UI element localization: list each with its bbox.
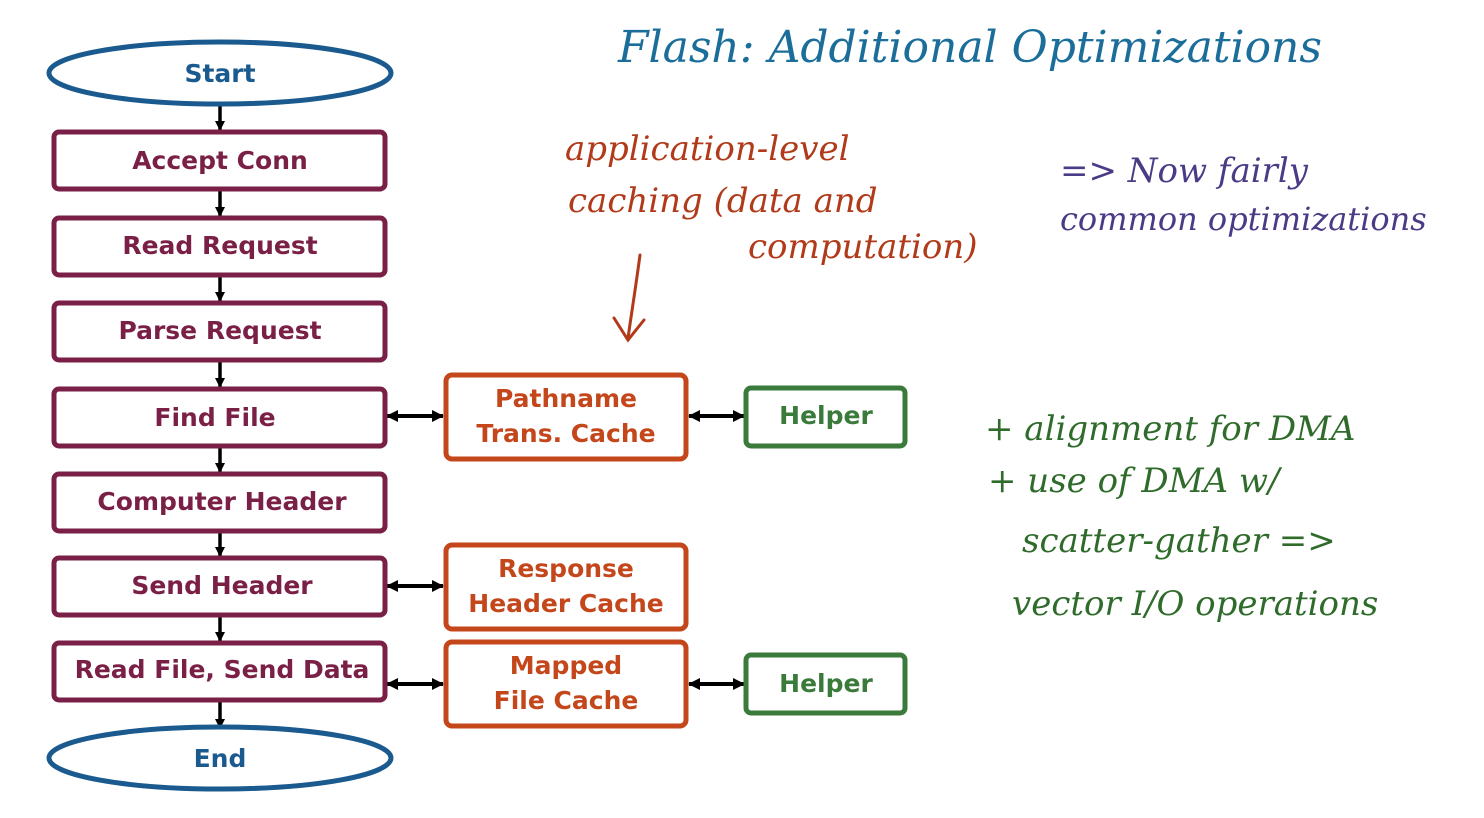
dma-note: + alignment for DMA + use of DMA w/ scat…: [985, 409, 1378, 624]
cache-arrows: [386, 410, 745, 690]
note-line: => Now fairly: [1060, 151, 1309, 191]
step-label: Read File, Send Data: [75, 655, 370, 684]
step-read-file-send-data: Read File, Send Data: [51, 640, 388, 703]
step-label: Read Request: [122, 231, 317, 260]
note-line: application-level: [565, 129, 849, 169]
step-label: Find File: [154, 403, 275, 432]
app-cache-note: application-level caching (data and comp…: [565, 129, 978, 267]
note-line: scatter-gather =>: [1022, 521, 1336, 561]
helper-label: Helper: [779, 401, 873, 430]
step-label: Accept Conn: [132, 146, 308, 175]
cache-label-line2: File Cache: [494, 686, 639, 715]
end-node: End: [46, 724, 394, 792]
common-optimizations-note: => Now fairly common optimizations: [1060, 151, 1427, 238]
note-line: caching (data and: [568, 181, 878, 221]
note-line: common optimizations: [1060, 200, 1427, 238]
response-header-cache: Response Header Cache: [443, 542, 689, 632]
cache-label-line1: Mapped: [510, 651, 622, 680]
cache-label-line2: Trans. Cache: [476, 419, 655, 448]
end-label: End: [194, 744, 247, 773]
step-send-header: Send Header: [51, 555, 388, 618]
step-parse-request: Parse Request: [51, 300, 388, 363]
cache-label-line1: Pathname: [495, 384, 637, 413]
step-read-request: Read Request: [51, 215, 388, 278]
helper-label: Helper: [779, 669, 873, 698]
cache-label-line1: Response: [498, 554, 634, 583]
step-find-file: Find File: [51, 386, 388, 449]
mapped-file-cache: Mapped File Cache: [443, 639, 689, 729]
step-label: Parse Request: [118, 316, 321, 345]
note-line: + use of DMA w/: [988, 461, 1283, 501]
start-label: Start: [184, 59, 255, 88]
step-label: Computer Header: [97, 487, 347, 516]
cache-label-line2: Header Cache: [468, 589, 663, 618]
note-line: vector I/O operations: [1012, 584, 1378, 624]
page-title: Flash: Additional Optimizations: [617, 22, 1322, 73]
note-line: + alignment for DMA: [985, 409, 1355, 449]
step-accept-conn: Accept Conn: [51, 129, 388, 192]
step-label: Send Header: [131, 571, 313, 600]
pathname-trans-cache: Pathname Trans. Cache: [443, 372, 689, 462]
app-cache-pointer-arrow: [612, 253, 646, 343]
helper-bottom: Helper: [743, 652, 908, 716]
note-line: computation): [748, 227, 978, 267]
start-node: Start: [46, 39, 394, 107]
step-computer-header: Computer Header: [51, 471, 388, 534]
helper-top: Helper: [743, 385, 908, 449]
